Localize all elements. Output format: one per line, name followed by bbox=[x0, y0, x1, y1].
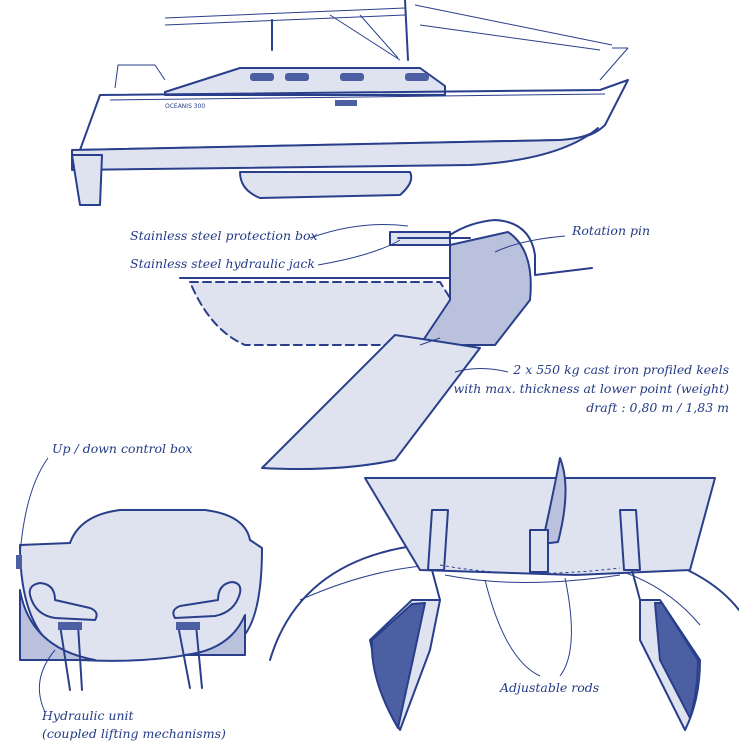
seat-left bbox=[28, 582, 98, 621]
hull-shade-left bbox=[19, 589, 96, 661]
leader-hydraulic-jack bbox=[317, 239, 401, 266]
right-keel-shade bbox=[654, 602, 699, 719]
jack-left bbox=[58, 622, 82, 630]
left-keel-shade bbox=[370, 602, 426, 729]
label-adjustable-rods: Adjustable rods bbox=[500, 680, 600, 695]
connecting-rods-2 bbox=[444, 574, 621, 583]
label-rotation-pin: Rotation pin bbox=[572, 223, 651, 238]
leader-control-box bbox=[19, 457, 49, 556]
centre-cylinder bbox=[529, 529, 549, 573]
keel-rod-left bbox=[59, 624, 71, 691]
keel-deployed bbox=[261, 334, 481, 470]
porthole-3 bbox=[340, 73, 364, 81]
keel-transition bbox=[419, 337, 441, 346]
keel-head bbox=[419, 231, 532, 346]
label-keels-line3: draft : 0,80 m / 1,83 m bbox=[586, 400, 729, 415]
deckhouse bbox=[164, 67, 446, 96]
jack-right bbox=[176, 622, 200, 630]
mast bbox=[404, 0, 409, 61]
boom-lower bbox=[164, 14, 406, 26]
right-jack-rod bbox=[631, 569, 641, 601]
forestay bbox=[414, 4, 613, 46]
seat-right bbox=[172, 581, 242, 619]
bow-pulpit bbox=[599, 47, 629, 81]
right-jack bbox=[619, 509, 641, 571]
keel-rod-right bbox=[177, 624, 191, 689]
hull-shade-right bbox=[184, 614, 246, 656]
keel-bulb-side bbox=[239, 171, 413, 199]
leader-protection-box bbox=[309, 224, 409, 239]
mainsheet bbox=[329, 14, 401, 61]
vang bbox=[359, 14, 399, 59]
label-control-box: Up / down control box bbox=[52, 441, 193, 456]
arc-left-outer bbox=[269, 544, 421, 661]
control-box-icon bbox=[16, 555, 22, 569]
porthole-4 bbox=[405, 73, 429, 81]
hull-window bbox=[335, 100, 357, 106]
stern-pulpit bbox=[114, 64, 166, 89]
leader-rods-left bbox=[484, 579, 541, 677]
keel-rod-right-2 bbox=[195, 624, 203, 689]
label-keels-line2: with max. thickness at lower point (weig… bbox=[453, 381, 729, 396]
keel-rod-left-2 bbox=[77, 624, 83, 691]
label-hydraulic-unit-line1: Hydraulic unit bbox=[42, 708, 134, 723]
label-keels-line1: 2 x 550 kg cast iron profiled keels bbox=[513, 362, 729, 377]
keel-mechanism bbox=[179, 219, 593, 470]
label-protection-box: Stainless steel protection box bbox=[130, 228, 318, 243]
hull-cross-section bbox=[19, 509, 263, 662]
hull-underbody bbox=[71, 127, 599, 171]
jib-line bbox=[419, 24, 601, 51]
boat-side-view: OCEANIS 300 bbox=[71, 0, 629, 206]
porthole-2 bbox=[285, 73, 309, 81]
twin-keel-section bbox=[269, 457, 739, 731]
boom bbox=[164, 7, 406, 19]
centre-strut bbox=[541, 457, 567, 545]
hull-section-line bbox=[179, 219, 593, 279]
sheer-stripe bbox=[109, 93, 606, 101]
leader-rods-right bbox=[559, 577, 572, 677]
rudder bbox=[71, 154, 103, 206]
leader-keels bbox=[454, 368, 509, 373]
label-hydraulic-jack: Stainless steel hydraulic jack bbox=[130, 256, 315, 271]
left-jack bbox=[427, 509, 449, 571]
label-hydraulic-unit-line2: (coupled lifting mechanisms) bbox=[42, 726, 226, 741]
connecting-rods bbox=[439, 564, 621, 574]
hull-name: OCEANIS 300 bbox=[165, 103, 205, 110]
rear-section-view bbox=[16, 457, 263, 713]
left-jack-rod bbox=[431, 569, 441, 601]
leader-rotation-pin bbox=[494, 235, 566, 253]
porthole-1 bbox=[250, 73, 274, 81]
leader-hydraulic-unit bbox=[38, 649, 56, 713]
